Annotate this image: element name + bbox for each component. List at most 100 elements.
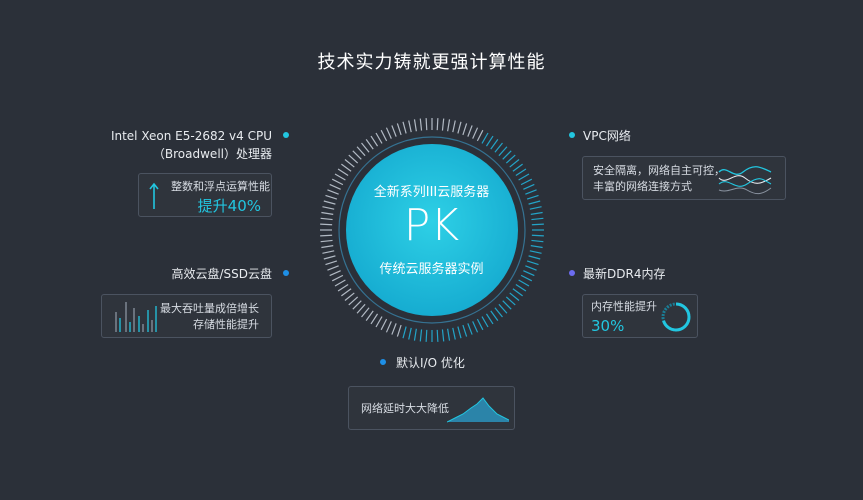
dial-tick [494, 142, 503, 153]
dial-tick [329, 183, 341, 190]
dial-tick [512, 288, 523, 297]
dial-tick [528, 200, 541, 205]
dial-tick [331, 178, 344, 186]
dial-tick [481, 316, 489, 328]
page-title: 技术实力铸就更强计算性能 [317, 52, 546, 73]
dial-tick [467, 323, 473, 335]
dial-tick [512, 163, 523, 172]
dial-tick [472, 127, 479, 139]
dial-tick [502, 150, 512, 160]
ssd-label: 高效云盘/SSD云盘 [171, 267, 272, 281]
dial-tick [531, 234, 544, 237]
dial-tick [452, 120, 456, 133]
dial-tick [341, 288, 352, 297]
dial-tick [505, 296, 516, 306]
dial-tick [325, 260, 338, 266]
dial-tick [531, 239, 544, 243]
dial-tick [526, 194, 539, 200]
dial-tick [467, 125, 473, 137]
ddr-card-text: 内存性能提升 [591, 300, 657, 313]
dial-tick [481, 132, 489, 144]
io-card-text: 网络延时大大降低 [361, 402, 449, 415]
dial-tick [509, 159, 520, 168]
latency-area-icon [447, 397, 509, 423]
ssd-card-line1: 最大吞吐量成倍增长 [160, 302, 259, 315]
dial-tick [408, 120, 412, 133]
dial-tick [402, 326, 407, 339]
dial-tick [385, 321, 392, 333]
vpc-card-line1: 安全隔离，网络自主可控， [593, 164, 725, 177]
center-pk-text: PK [403, 200, 460, 251]
dial-tick [447, 328, 451, 341]
dial-tick [515, 283, 527, 292]
dial-tick [525, 265, 537, 271]
dial-tick [356, 146, 366, 157]
ssd-card-text: 最大吞吐量成倍增长 存储性能提升 [160, 301, 259, 333]
dial-tick [530, 211, 543, 215]
dial-tick [520, 178, 533, 186]
ssd-dot [283, 270, 289, 276]
dial-tick [436, 329, 439, 342]
ddr-dot [569, 270, 575, 276]
io-label: 默认I/O 优化 [396, 356, 465, 370]
dial-tick [494, 307, 503, 318]
dial-tick [323, 200, 336, 205]
cpu-label-line1: Intel Xeon E5-2682 v4 CPU [110, 129, 272, 143]
dial-tick [505, 154, 516, 164]
dial-tick [365, 310, 374, 321]
dial-tick [425, 118, 428, 131]
dial-tick [337, 168, 349, 177]
dial-tick [327, 189, 339, 195]
dial-tick [352, 150, 362, 160]
dial-tick [485, 135, 494, 147]
dial-tick [509, 292, 520, 301]
dial-tick [531, 217, 544, 221]
dial-tick [476, 129, 484, 142]
dial-tick [515, 168, 527, 177]
dial-tick [457, 326, 462, 339]
dial-tick [476, 318, 484, 331]
dial-tick [348, 154, 359, 164]
dial-tick [402, 121, 407, 134]
dial-tick [327, 265, 339, 271]
dial-tick [419, 118, 423, 131]
dial-tick [334, 173, 346, 181]
vpc-label: VPC网络 [583, 129, 631, 143]
dial-tick [320, 223, 333, 226]
dial-tick [385, 127, 392, 139]
dial-tick [322, 250, 335, 254]
dial-tick [472, 321, 479, 333]
arrow-up-icon [149, 182, 159, 209]
dial-tick [334, 279, 346, 287]
dial-tick [525, 189, 537, 195]
dial-tick [348, 296, 359, 306]
dial-tick [396, 123, 402, 136]
dial-tick [329, 270, 341, 277]
progress-ring-icon [661, 302, 691, 332]
dial-tick [320, 217, 333, 221]
dial-core [346, 144, 518, 316]
dial-tick [441, 329, 445, 342]
dial-tick [391, 125, 397, 137]
dial-tick [520, 274, 533, 282]
dial-tick [462, 324, 468, 337]
dial-tick [321, 245, 334, 249]
vpc-card-line2: 丰富的网络连接方式 [593, 180, 692, 193]
dial-tick [485, 313, 494, 325]
dial-tick [413, 119, 417, 132]
dial-tick [320, 234, 333, 237]
cpu-label-line2: （Broadwell）处理器 [152, 147, 272, 161]
dial-tick [457, 121, 462, 134]
ssd-card: 最大吞吐量成倍增长 存储性能提升 [101, 294, 272, 338]
dial-tick [530, 245, 543, 249]
dial-tick [452, 327, 456, 340]
ddr-card: 内存性能提升 30% [582, 294, 698, 338]
dial-tick [518, 173, 530, 181]
dial-tick [436, 118, 439, 131]
dial-tick [531, 223, 544, 226]
cpu-dot [283, 132, 289, 138]
dial-tick [502, 300, 512, 310]
center-bottom-text: 传统云服务器实例 [379, 262, 484, 277]
vpc-card: 安全隔离，网络自主可控， 丰富的网络连接方式 [582, 156, 786, 200]
dial-tick [413, 328, 417, 341]
